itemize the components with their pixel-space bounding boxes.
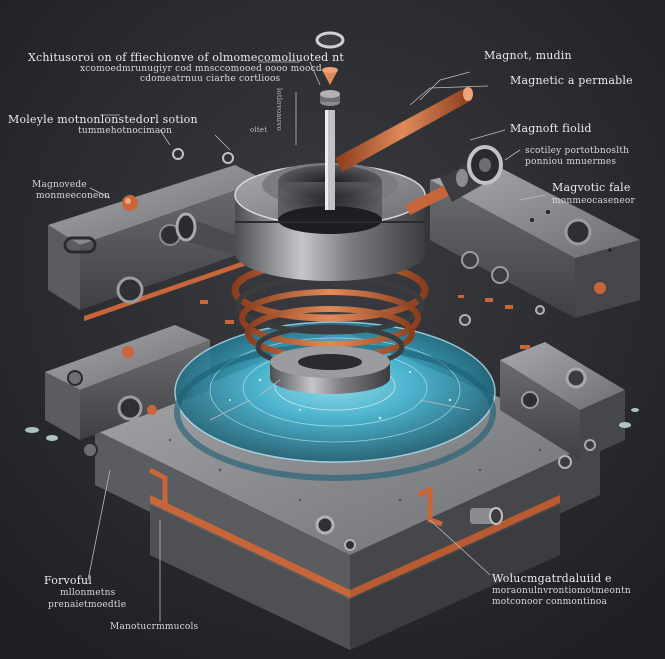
front-fasteners [82,442,572,551]
bottom-right-sub-label-2: motconoor conmontinoa [492,597,608,607]
left-roller [175,212,235,255]
right-lower-block [500,342,625,460]
magnetic-field-label: Magnoft fiolid [510,122,592,135]
leader-lines [87,61,546,622]
lower-steel-ring [270,346,390,394]
magnetic-field-lower-label: Magvotic fale [552,181,631,194]
scattered-parts [25,148,639,441]
main-steel-ring [234,163,426,281]
right-sub-label-2: ponniou mnuermes [525,157,617,167]
bottom-right-sub-label-1: moraonulnvrontiomotmeontn [492,586,631,596]
magnet-label: Magnot, mudin [484,49,572,62]
right-upper-block [430,165,640,318]
front-copper-pipe [148,467,443,527]
top-caption-line3: cdomeatrnuu ciarhe cortlioos [140,74,281,84]
bottom-left-sub-label-2: prenaietmoedtle [48,600,127,610]
small-center-label: oltet [250,126,268,134]
magnetic-field-lower-sub-label: monmeocaseneor [552,196,636,206]
left-upper-block [48,165,265,322]
molecular-sub-label: tummehotnocimaon [78,126,173,136]
molecular-label: Moleyle motnonlonstedorl sotion [8,113,198,126]
bottom-right-label: Wolucmgatrdaluiid e [492,572,612,585]
bottom-left-sub-label-1: mllonmetns [60,588,116,598]
bottom-center-label: Manotucrmmucols [110,622,199,632]
bottom-left-label: Forvoful [44,574,93,587]
vertical-label: lotlovoauvo [275,88,283,131]
top-caption-line2: xcomoedmrunugiyr cod mnsccomooed oooo mo… [80,64,322,74]
central-shaft [315,31,345,210]
right-roller [440,145,503,202]
left-lower-block [45,325,210,440]
magnetic-left-sub-label: monmeeconeon [36,191,111,201]
magnetic-permeable-label: Magnetic a permable [510,74,633,87]
right-sub-label-1: scotiley portotbnoslth [525,146,630,156]
top-caption-line1: Xchitusoroi on of ffiechionve of olmomec… [28,51,344,64]
magnetic-left-label: Magnovede [32,180,87,190]
